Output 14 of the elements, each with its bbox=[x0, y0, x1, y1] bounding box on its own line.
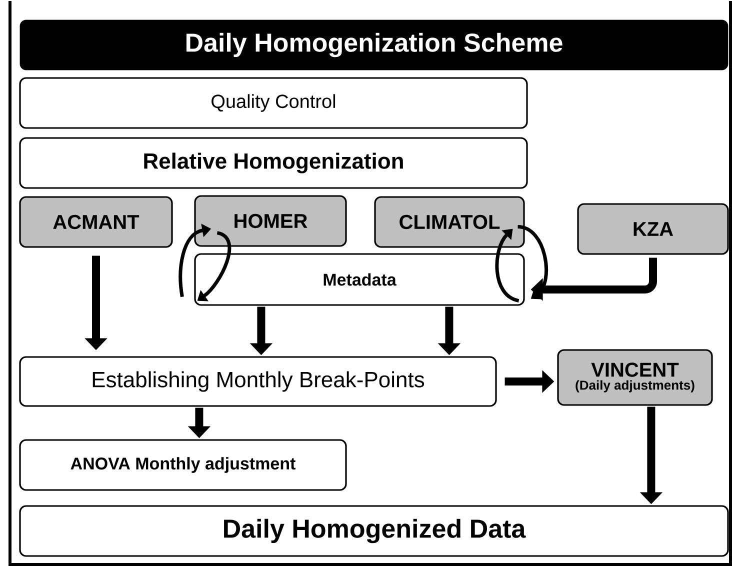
method-box: VINCENT (Daily adjustments) bbox=[557, 349, 713, 406]
process-box: Daily Homogenized Data bbox=[19, 505, 729, 557]
process-box: Relative Homogenization bbox=[19, 137, 528, 189]
arrow bbox=[518, 225, 548, 300]
process-box: Establishing Monthly Break-Points bbox=[19, 356, 497, 407]
method-box: HOMER bbox=[194, 195, 347, 247]
title-band: Daily Homogenization Scheme bbox=[20, 20, 728, 70]
method-box: KZA bbox=[577, 203, 729, 255]
process-box: ANOVA Monthly adjustment bbox=[19, 439, 347, 491]
method-box: ACMANT bbox=[19, 196, 173, 248]
process-box: Metadata bbox=[194, 253, 525, 306]
method-box: CLIMATOL bbox=[374, 196, 525, 248]
process-box: Quality Control bbox=[19, 77, 528, 129]
node-label: Daily Homogenization Scheme bbox=[186, 32, 562, 58]
